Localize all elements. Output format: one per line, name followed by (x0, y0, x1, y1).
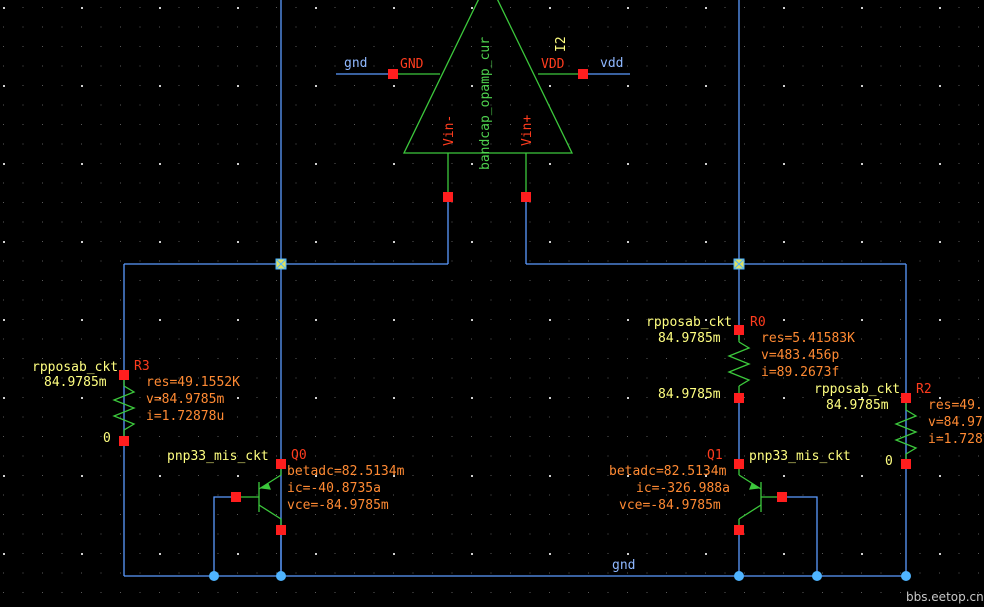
junction-dot-r2[interactable] (901, 571, 911, 581)
r0-bottom-voltage: 84.9785m (658, 387, 721, 402)
r3-param-v: v=84.9785m (146, 392, 224, 407)
pin-opamp-gnd[interactable] (388, 69, 398, 79)
opamp-pin-vdd-label: VDD (541, 57, 565, 72)
pins (119, 69, 911, 535)
r2-cell-label: rpposab_ckt (814, 382, 900, 397)
r3-bottom-voltage: 0 (103, 431, 111, 446)
r2-param-v: v=84.97 (928, 415, 983, 430)
wires (123, 0, 907, 577)
transistor-q0-symbol[interactable] (236, 464, 282, 530)
junction-dot-q0-base[interactable] (209, 571, 219, 581)
r2-param-i: i=1.7287 (928, 432, 984, 447)
r3-cell-label: rpposab_ckt (32, 360, 118, 375)
r0-top-voltage: 84.9785m (658, 331, 721, 346)
q0-param-vce: vce=-84.9785m (287, 498, 389, 513)
pin-q1-collector[interactable] (734, 525, 744, 535)
opamp-pin-vin-plus-label: Vin+ (520, 115, 535, 146)
r0-cell-label: rpposab_ckt (646, 315, 732, 330)
r0-param-i: i=89.2673f (761, 365, 839, 380)
pin-opamp-vdd[interactable] (578, 69, 588, 79)
pin-opamp-vin-plus[interactable] (521, 192, 531, 202)
pin-r0-top[interactable] (734, 325, 744, 335)
r0-param-res: res=5.41583K (761, 331, 855, 346)
q1-instance-label: Q1 (707, 448, 723, 463)
transistor-q1-symbol[interactable] (738, 464, 782, 530)
junction-dot-q0-collector[interactable] (276, 571, 286, 581)
pin-q1-emitter[interactable] (734, 459, 744, 469)
junctions (209, 258, 911, 581)
r2-param-res: res=49.1 (928, 398, 984, 413)
net-label-vdd-top[interactable]: vdd (600, 56, 623, 71)
r3-param-i: i=1.72878u (146, 409, 224, 424)
pin-r3-top[interactable] (119, 370, 129, 380)
wire-q1-base[interactable] (782, 496, 818, 576)
grid-dots (3, 7, 979, 593)
opamp-pin-gnd-label: GND (400, 57, 424, 72)
q1-cell-label: pnp33_mis_ckt (749, 449, 851, 464)
q0-instance-label: Q0 (291, 448, 307, 463)
opamp-symbol[interactable] (402, 0, 574, 154)
r3-instance-label: R3 (134, 359, 150, 374)
r2-instance-label: R2 (916, 382, 932, 397)
r3-param-res: res=49.1552K (146, 375, 240, 390)
net-label-gnd-bottom[interactable]: gnd (612, 558, 635, 573)
pin-q0-emitter[interactable] (276, 459, 286, 469)
q0-param-ic: ic=-40.8735a (287, 481, 381, 496)
pin-r3-bottom[interactable] (119, 436, 129, 446)
pin-r2-top[interactable] (901, 393, 911, 403)
junction-left-cross[interactable] (275, 258, 287, 270)
q0-param-betadc: betadc=82.5134m (287, 464, 405, 479)
watermark: bbs.eetop.cn (906, 590, 984, 604)
q1-param-ic: ic=-326.988a (636, 481, 730, 496)
r2-top-voltage: 84.9785m (826, 398, 889, 413)
net-label-gnd-top[interactable]: gnd (344, 56, 367, 71)
pin-q0-base[interactable] (231, 492, 241, 502)
r3-top-voltage: 84.9785m (44, 375, 107, 390)
opamp-cell-name: bandcap_opamp_cur (478, 37, 493, 170)
junction-right-cross[interactable] (733, 258, 745, 270)
r0-instance-label: R0 (750, 315, 766, 330)
pin-q0-collector[interactable] (276, 525, 286, 535)
resistor-r0-symbol[interactable] (727, 330, 751, 398)
opamp-pin-vin-minus-label: Vin- (442, 115, 457, 146)
q1-param-vce: vce=-84.9785m (619, 498, 721, 513)
pin-r2-bottom[interactable] (901, 459, 911, 469)
wire-q0-base[interactable] (213, 496, 236, 576)
junction-dot-q1-base[interactable] (812, 571, 822, 581)
pin-opamp-vin-minus[interactable] (443, 192, 453, 202)
junction-dot-q1-collector[interactable] (734, 571, 744, 581)
pin-r0-bottom[interactable] (734, 393, 744, 403)
r0-param-v: v=483.456p (761, 348, 839, 363)
opamp-instance-name: I2 (554, 36, 569, 52)
q1-param-betadc: betadc=82.5134m (609, 464, 727, 479)
pin-q1-base[interactable] (777, 492, 787, 502)
q0-cell-label: pnp33_mis_ckt (167, 449, 269, 464)
r2-bottom-voltage: 0 (885, 454, 893, 469)
